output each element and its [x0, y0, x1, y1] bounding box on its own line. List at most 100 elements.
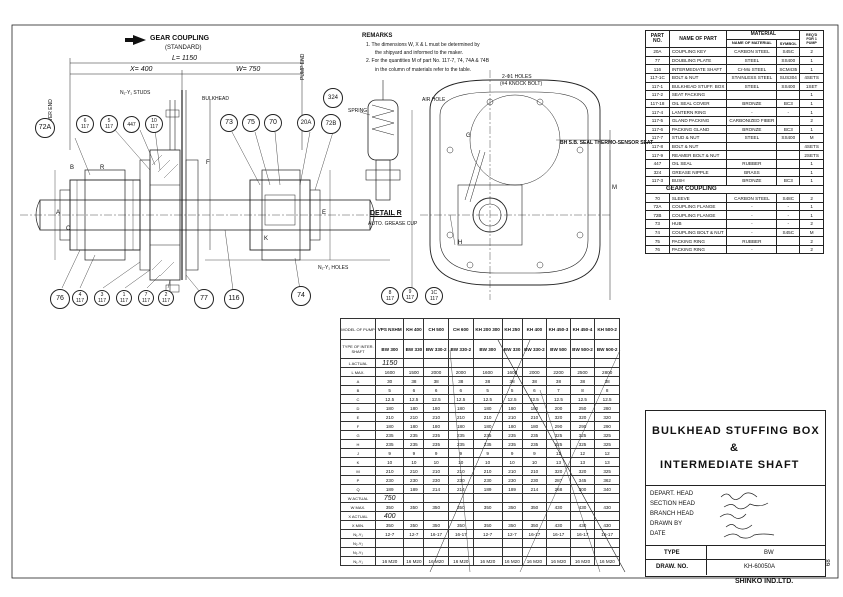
table-cell: 2	[799, 47, 824, 57]
table-cell	[374, 547, 405, 557]
holes-label: N₁-Y₁ HOLES	[318, 265, 349, 271]
callout-circle: 116	[224, 289, 244, 309]
table-cell: K	[340, 457, 376, 467]
table-cell: OIL SEAL	[668, 158, 728, 169]
col-material-symbol: SYMBOL	[776, 38, 801, 49]
sheet-number: 68	[826, 559, 832, 566]
table-cell: 1	[799, 98, 824, 109]
table-cell: N₁-Y₁	[340, 556, 376, 566]
table-cell: 340	[594, 484, 620, 494]
table-cell: 12.5	[374, 394, 405, 404]
table-cell: 325	[569, 430, 596, 440]
table-cell: N₃-Y₃	[340, 547, 376, 557]
table-cell: 214	[423, 484, 449, 494]
table-cell: 235	[472, 439, 503, 449]
table-cell: 1	[799, 124, 824, 135]
col-material-name: NAME OF MATERIAL	[726, 38, 778, 49]
table-cell: 210	[374, 412, 405, 422]
table-cell: S48C	[776, 193, 801, 203]
table-cell: 180	[403, 421, 425, 431]
table-cell	[594, 493, 620, 503]
table-cell: 230	[403, 475, 425, 485]
table-cell: 325	[594, 430, 620, 440]
table-cell: 76	[645, 244, 670, 255]
table-cell	[448, 538, 474, 548]
table-cell: DOUBLING PLATE	[668, 55, 728, 66]
callout-circle: 74	[291, 286, 311, 306]
table-cell: STEEL	[726, 81, 778, 92]
table-cell: 20A	[645, 47, 670, 57]
table-cell: 9	[521, 448, 548, 458]
table-cell: BW 500-2	[594, 339, 620, 359]
table-cell: REAMER BOLT & NUT	[668, 150, 728, 160]
table-cell: X ACTUAL	[340, 511, 376, 521]
table-cell	[594, 538, 620, 548]
table-cell: -	[726, 244, 778, 255]
callout-circle: 75	[242, 114, 260, 132]
table-cell	[521, 511, 548, 521]
materials-table: PART NO. NAME OF PART MATERIAL REQ'D FOR…	[645, 29, 824, 255]
title-line2: &	[730, 442, 739, 454]
table-cell	[594, 358, 620, 368]
table-cell: 350	[374, 502, 405, 512]
table-cell: SEAT PACKING	[668, 90, 728, 100]
table-cell: H	[340, 439, 376, 449]
table-cell: 12.5	[521, 394, 548, 404]
title-line3: INTERMEDIATE SHAFT	[660, 459, 800, 471]
table-cell: J	[340, 448, 376, 458]
table-cell	[546, 511, 571, 521]
table-cell: 350	[448, 520, 474, 530]
table-cell: 350	[521, 520, 548, 530]
table-cell: 180	[403, 403, 425, 413]
spring-label: SPRING	[348, 108, 368, 114]
table-cell	[521, 547, 548, 557]
table-cell: 350	[472, 520, 503, 530]
table-cell: 230	[448, 475, 474, 485]
table-cell: 1	[799, 55, 824, 66]
callout-circle: 76	[50, 289, 70, 309]
table-cell: -	[726, 219, 778, 229]
callout-circle: 7 117	[138, 290, 154, 306]
table-cell: 1	[799, 210, 824, 221]
table-cell: 290	[546, 421, 571, 431]
table-cell: COUPLING FLANGE	[668, 201, 728, 212]
draw-no-label: DRAW. NO.	[656, 564, 689, 570]
signatures	[719, 492, 775, 539]
table-cell: 1SET	[799, 81, 824, 92]
table-cell: 13	[546, 457, 571, 467]
table-row-header: MODEL OF PUMP	[340, 318, 376, 340]
table-cell: 117-5	[645, 115, 670, 126]
table-cell: 180	[472, 403, 503, 413]
col-material: MATERIAL	[726, 30, 801, 40]
table-cell: KH 400	[403, 318, 425, 340]
table-cell: BW 330	[403, 339, 425, 359]
table-cell: 350	[403, 502, 425, 512]
table-cell	[776, 158, 801, 169]
table-cell: 117-1C	[645, 72, 670, 83]
table-cell: 12-7	[374, 529, 405, 539]
table-cell: 1	[799, 107, 824, 117]
table-cell	[521, 538, 548, 548]
table-cell: 350	[423, 520, 449, 530]
table-cell: 235	[374, 430, 405, 440]
table-cell: 38	[448, 376, 474, 386]
table-cell: 117-7	[645, 133, 670, 143]
table-cell: 10	[423, 457, 449, 467]
callout-circle: 20A	[297, 114, 315, 132]
grease-cup-label: AUTO. GREASE CUP	[368, 221, 418, 227]
title-line1: BULKHEAD STUFFING BOX	[652, 425, 820, 437]
table-cell: 1	[799, 90, 824, 100]
table-cell: 16 M20	[569, 556, 596, 566]
table-cell: 12.5	[594, 394, 620, 404]
table-cell: 180	[423, 421, 449, 431]
table-cell	[423, 547, 449, 557]
